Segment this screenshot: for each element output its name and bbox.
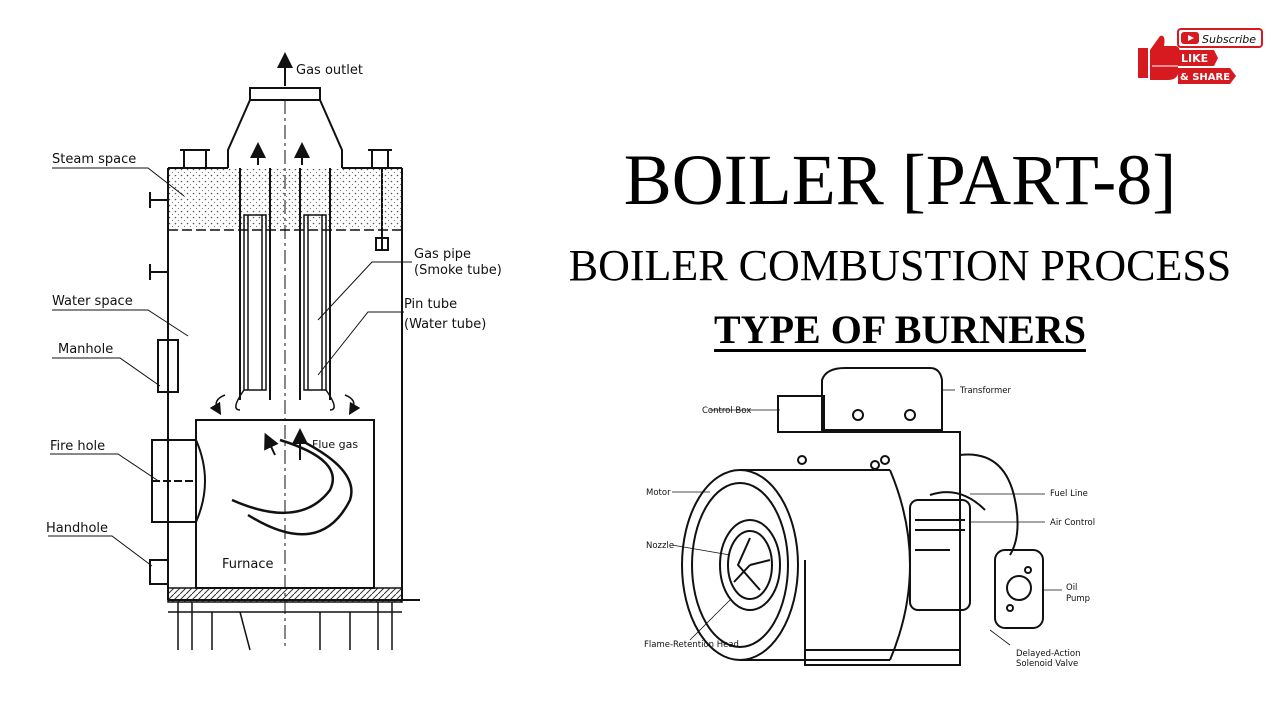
label-control-box: Control Box <box>702 406 751 416</box>
label-motor: Motor <box>646 488 671 498</box>
main-title: BOILER [PART-8] <box>623 140 1177 220</box>
label-oil: Oil <box>1066 583 1077 593</box>
label-air-control: Air Control <box>1050 518 1095 528</box>
label-flue-gas: Flue gas <box>312 438 358 451</box>
like-text: LIKE <box>1181 52 1208 65</box>
label-pump: Pump <box>1066 594 1090 604</box>
subscribe-like-share-badge[interactable]: Subscribe LIKE & SHARE <box>1134 26 1264 92</box>
label-steam-space: Steam space <box>52 152 136 167</box>
label-gas-outlet: Gas outlet <box>296 63 363 78</box>
subscribe-text: Subscribe <box>1202 33 1256 46</box>
label-solenoid-valve: Solenoid Valve <box>1016 659 1078 669</box>
share-text: & SHARE <box>1180 72 1230 83</box>
label-transformer: Transformer <box>959 386 1012 396</box>
label-furnace: Furnace <box>222 557 273 572</box>
label-water-tube: (Water tube) <box>404 317 486 332</box>
label-handhole: Handhole <box>46 521 108 536</box>
label-fuel-line: Fuel Line <box>1050 489 1088 499</box>
label-smoke-tube: (Smoke tube) <box>414 263 502 278</box>
label-manhole: Manhole <box>58 342 113 357</box>
pin-tubes <box>209 214 361 416</box>
label-delayed-action: Delayed-Action <box>1016 649 1081 659</box>
label-flame-retention-head: Flame-Retention Head <box>644 640 739 650</box>
label-gas-pipe: Gas pipe <box>414 247 471 262</box>
section-title-text: TYPE OF BURNERS <box>714 307 1086 352</box>
label-fire-hole: Fire hole <box>50 439 105 454</box>
thumbs-up-icon <box>1138 35 1180 80</box>
section-title: TYPE OF BURNERS <box>540 306 1260 354</box>
smoke-tubes <box>239 142 331 400</box>
youtube-play-icon <box>1181 32 1199 44</box>
label-pin-tube: Pin tube <box>404 297 457 312</box>
label-nozzle: Nozzle <box>646 541 674 551</box>
label-water-space: Water space <box>52 294 133 309</box>
burner-diagram: Transformer Control Box Motor Nozzle Fla… <box>644 367 1095 669</box>
sub-title: BOILER COMBUSTION PROCESS <box>568 241 1232 290</box>
boiler-diagram: Gas outlet Steam space Water space Manho… <box>46 52 502 651</box>
